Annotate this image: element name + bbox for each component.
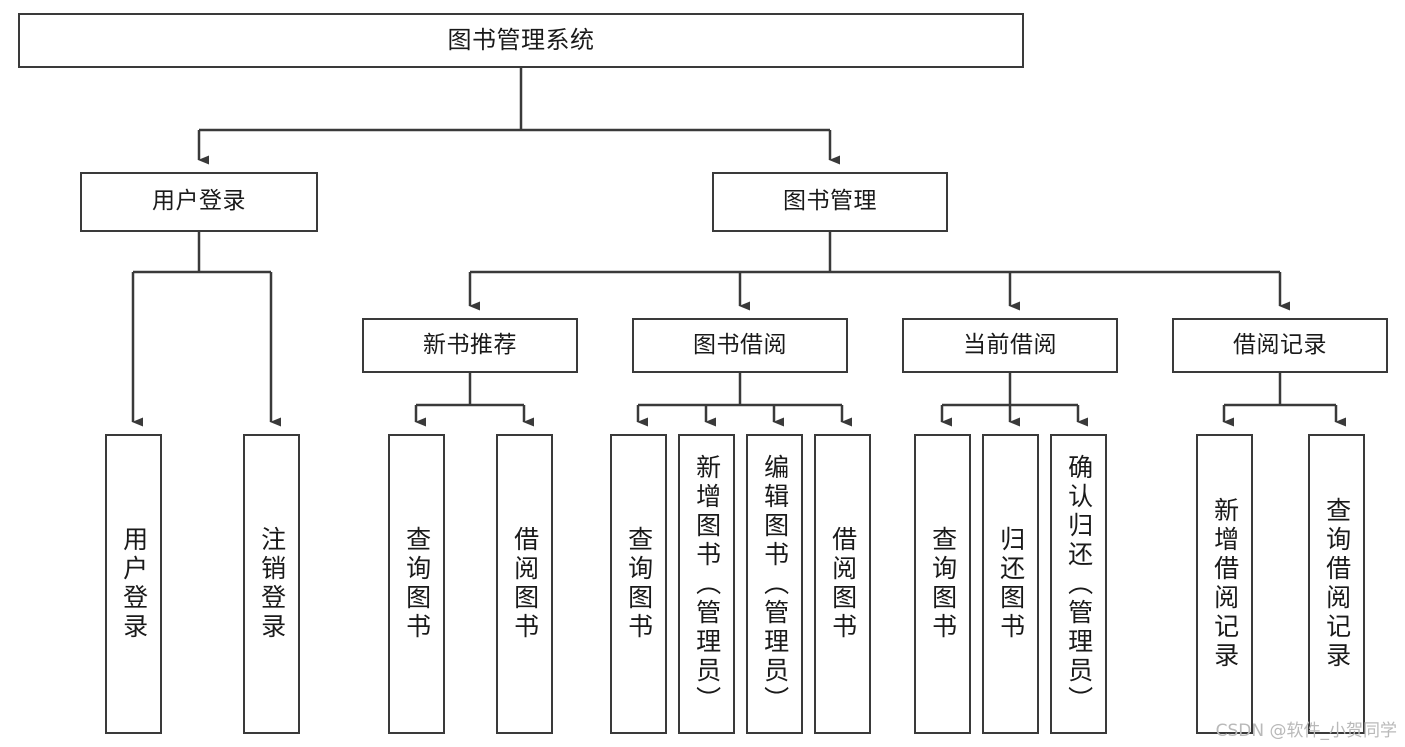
- node-book-management-label: 图书管理: [783, 188, 877, 215]
- node-leaf-logout[interactable]: 注销登录: [243, 434, 300, 734]
- node-leaf-edit-book[interactable]: 编辑图书（管理员）: [746, 434, 803, 734]
- node-book-management[interactable]: 图书管理: [712, 172, 948, 232]
- node-leaf-confirm-return[interactable]: 确认归还（管理员）: [1050, 434, 1107, 734]
- node-new-book-recommend[interactable]: 新书推荐: [362, 318, 578, 373]
- node-leaf-borrow-book-1[interactable]: 借阅图书: [496, 434, 553, 734]
- node-user-login-label: 用户登录: [152, 188, 246, 215]
- node-leaf-borrow-book-1-label: 借阅图书: [510, 526, 540, 642]
- node-book-borrow[interactable]: 图书借阅: [632, 318, 848, 373]
- node-leaf-add-book-label: 新增图书（管理员）: [692, 453, 722, 715]
- node-leaf-user-login-label: 用户登录: [119, 526, 149, 642]
- node-new-book-recommend-label: 新书推荐: [423, 331, 517, 358]
- node-leaf-query-book-2[interactable]: 查询图书: [610, 434, 667, 734]
- node-leaf-return-book[interactable]: 归还图书: [982, 434, 1039, 734]
- node-borrow-record-label: 借阅记录: [1233, 331, 1327, 358]
- node-leaf-query-book-3[interactable]: 查询图书: [914, 434, 971, 734]
- node-book-borrow-label: 图书借阅: [693, 331, 787, 358]
- node-leaf-add-record[interactable]: 新增借阅记录: [1196, 434, 1253, 734]
- node-leaf-borrow-book-2[interactable]: 借阅图书: [814, 434, 871, 734]
- node-leaf-logout-label: 注销登录: [257, 526, 287, 642]
- node-leaf-query-book-2-label: 查询图书: [624, 526, 654, 642]
- node-leaf-return-book-label: 归还图书: [996, 526, 1026, 642]
- node-leaf-user-login[interactable]: 用户登录: [105, 434, 162, 734]
- node-user-login[interactable]: 用户登录: [80, 172, 318, 232]
- node-leaf-confirm-return-label: 确认归还（管理员）: [1064, 453, 1094, 715]
- node-leaf-borrow-book-2-label: 借阅图书: [828, 526, 858, 642]
- node-leaf-add-book[interactable]: 新增图书（管理员）: [678, 434, 735, 734]
- node-leaf-query-book-3-label: 查询图书: [928, 526, 958, 642]
- node-leaf-query-record-label: 查询借阅记录: [1322, 497, 1352, 671]
- node-leaf-edit-book-label: 编辑图书（管理员）: [760, 453, 790, 715]
- node-root-label: 图书管理系统: [447, 26, 595, 55]
- node-leaf-add-record-label: 新增借阅记录: [1210, 497, 1240, 671]
- node-leaf-query-book-1-label: 查询图书: [402, 526, 432, 642]
- node-root[interactable]: 图书管理系统: [18, 13, 1024, 68]
- node-leaf-query-book-1[interactable]: 查询图书: [388, 434, 445, 734]
- node-current-borrow-label: 当前借阅: [963, 331, 1057, 358]
- node-leaf-query-record[interactable]: 查询借阅记录: [1308, 434, 1365, 734]
- node-borrow-record[interactable]: 借阅记录: [1172, 318, 1388, 373]
- node-current-borrow[interactable]: 当前借阅: [902, 318, 1118, 373]
- csdn-watermark: CSDN @软件_小贺同学: [1215, 721, 1397, 741]
